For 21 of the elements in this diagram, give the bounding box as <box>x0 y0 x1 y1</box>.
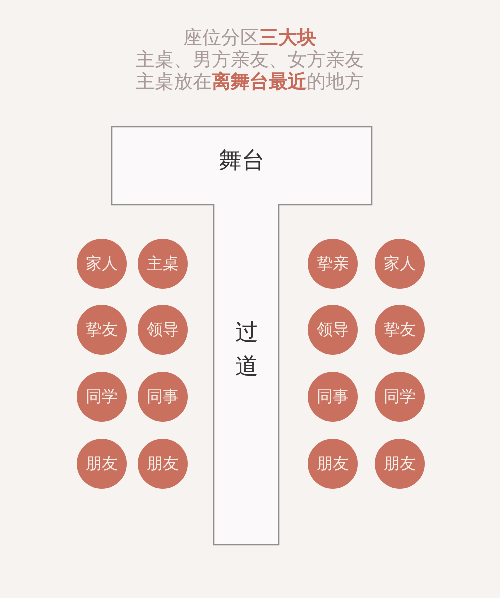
table-circle: 挚友 <box>375 305 425 355</box>
table-circle: 家人 <box>77 239 127 289</box>
table-circle: 同学 <box>77 372 127 422</box>
table-circle: 主桌 <box>138 239 188 289</box>
aisle-label: 过道 <box>234 319 260 382</box>
table-circle: 领导 <box>138 305 188 355</box>
table-circle: 同事 <box>138 372 188 422</box>
title: 座位分区三大块 <box>182 27 318 49</box>
subtitle: 主桌放在离舞台最近的地方 <box>135 71 365 93</box>
table-circle: 朋友 <box>308 439 358 489</box>
table-circle: 朋友 <box>77 439 127 489</box>
table-circle: 挚友 <box>77 305 127 355</box>
table-circle: 朋友 <box>375 439 425 489</box>
table-circle: 同事 <box>308 372 358 422</box>
subtitle: 主桌、男方亲友、女方亲友 <box>135 49 365 71</box>
table-circle: 家人 <box>375 239 425 289</box>
table-circle: 领导 <box>308 305 358 355</box>
table-circle: 同学 <box>375 372 425 422</box>
stage-label: 舞台 <box>218 148 266 174</box>
table-circle: 挚亲 <box>308 239 358 289</box>
table-circle: 朋友 <box>138 439 188 489</box>
